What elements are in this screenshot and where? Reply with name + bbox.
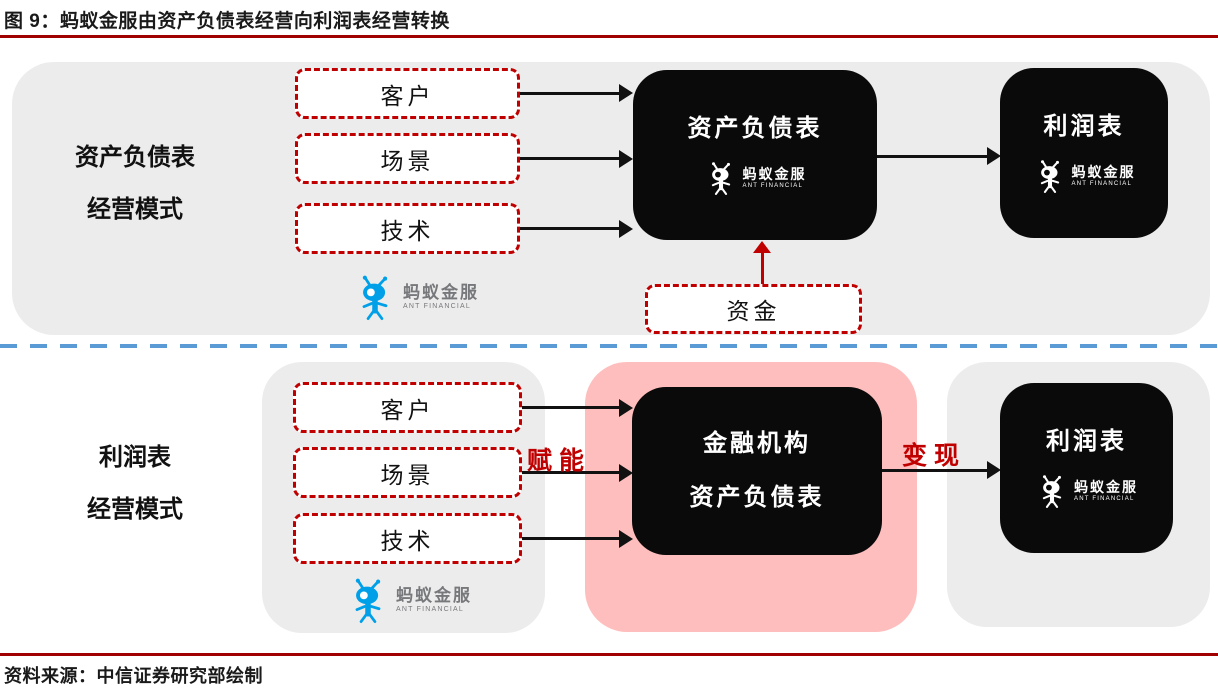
balance-sheet-mode-label: 资产负债表 经营模式 <box>30 132 240 236</box>
arrowhead-icon <box>619 150 633 168</box>
arrow-capital-to-balance-sheet <box>761 252 764 284</box>
section-separator-dashed-line <box>0 344 1218 348</box>
income-statement-box-title: 利润表 <box>1043 112 1125 140</box>
empower-label: 赋能 <box>527 447 592 475</box>
arrow-scene-to-institution <box>522 471 620 474</box>
ant-logo-name: 蚂蚁金服 <box>403 283 479 302</box>
income-statement-box-top: 利润表 蚂蚁金服 ANT FINANCIAL <box>1000 68 1168 238</box>
input-box-technology-top: 技术 <box>295 203 520 254</box>
input-box-scene-bottom: 场景 <box>293 447 522 498</box>
footer-source: 资料来源：中信证券研究部绘制 <box>4 666 263 686</box>
ant-icon <box>352 272 398 322</box>
ant-logo-name: 蚂蚁金服 <box>742 165 807 182</box>
ant-logo-subtitle: ANT FINANCIAL <box>396 606 464 613</box>
arrow-customer-to-institution <box>522 406 620 409</box>
balance-sheet-box: 资产负债表 蚂蚁金服 ANT FINANCIAL <box>633 70 877 240</box>
mode-label-line1: 利润表 <box>99 444 171 471</box>
arrow-technology-to-balance-sheet <box>520 227 620 230</box>
input-box-technology-bottom: 技术 <box>293 513 522 564</box>
ant-logo-subtitle: ANT FINANCIAL <box>1074 495 1135 502</box>
balance-sheet-box-title: 资产负债表 <box>687 114 823 142</box>
ant-logo-subtitle: ANT FINANCIAL <box>742 182 803 189</box>
ant-icon <box>345 575 391 625</box>
ant-financial-logo: 蚂蚁金服 ANT FINANCIAL <box>704 159 807 197</box>
ant-icon <box>1033 157 1067 195</box>
ant-logo-subtitle: ANT FINANCIAL <box>1071 180 1132 187</box>
income-statement-box-title: 利润表 <box>1046 427 1127 455</box>
income-statement-mode-label: 利润表 经营模式 <box>30 432 240 536</box>
institution-box-line2: 资产负债表 <box>689 484 825 511</box>
mode-label-line2: 经营模式 <box>87 196 183 223</box>
income-statement-box-bottom: 利润表 蚂蚁金服 ANT FINANCIAL <box>1000 383 1173 553</box>
ant-logo-name: 蚂蚁金服 <box>396 586 472 605</box>
mode-label-line1: 资产负债表 <box>75 144 195 171</box>
ant-logo-subtitle: ANT FINANCIAL <box>403 303 471 310</box>
arrowhead-icon <box>619 464 633 482</box>
arrowhead-icon <box>619 220 633 238</box>
arrowhead-icon <box>619 84 633 102</box>
ant-icon <box>704 159 738 197</box>
arrow-scene-to-balance-sheet <box>520 157 620 160</box>
ant-logo-name: 蚂蚁金服 <box>1074 478 1138 495</box>
arrowhead-icon <box>619 399 633 417</box>
ant-logo-name: 蚂蚁金服 <box>1071 163 1136 180</box>
institution-box-line1: 金融机构 <box>703 430 811 457</box>
arrowhead-icon <box>987 147 1001 165</box>
red-arrowhead-icon <box>753 241 771 253</box>
input-box-scene-top: 场景 <box>295 133 520 184</box>
arrow-institution-to-income-statement <box>882 469 988 472</box>
input-box-customer-bottom: 客户 <box>293 382 522 433</box>
capital-box: 资金 <box>645 284 862 334</box>
figure-title: 图 9：蚂蚁金服由资产负债表经营向利润表经营转换 <box>4 11 450 32</box>
mode-label-line2: 经营模式 <box>87 496 183 523</box>
arrowhead-icon <box>987 461 1001 479</box>
footer-rule <box>0 653 1218 656</box>
arrow-customer-to-balance-sheet <box>520 92 620 95</box>
monetize-label: 变现 <box>902 442 967 470</box>
title-rule <box>0 35 1218 38</box>
ant-financial-logo: 蚂蚁金服 ANT FINANCIAL <box>352 272 479 322</box>
arrow-technology-to-institution <box>522 537 620 540</box>
financial-institution-balance-sheet-box: 金融机构 资产负债表 <box>632 387 882 555</box>
ant-financial-logo: 蚂蚁金服 ANT FINANCIAL <box>345 575 472 625</box>
ant-financial-logo: 蚂蚁金服 ANT FINANCIAL <box>1035 472 1138 510</box>
ant-icon <box>1035 472 1069 510</box>
arrowhead-icon <box>619 530 633 548</box>
input-box-customer-top: 客户 <box>295 68 520 119</box>
ant-financial-logo: 蚂蚁金服 ANT FINANCIAL <box>1033 157 1136 195</box>
arrow-balance-sheet-to-income-statement <box>877 155 988 158</box>
